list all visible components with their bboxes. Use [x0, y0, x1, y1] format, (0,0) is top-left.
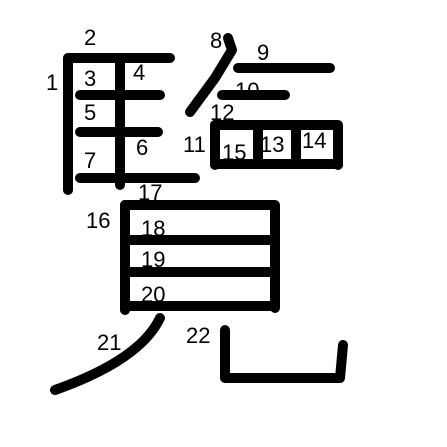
- stroke-21: [50, 313, 165, 395]
- stroke-number-11: 11: [183, 132, 206, 157]
- stroke-number-17: 17: [138, 180, 162, 205]
- stroke-number-20: 20: [141, 282, 165, 307]
- stroke-number-15: 15: [222, 140, 246, 165]
- stroke-number-21: 21: [97, 330, 121, 355]
- stroke-22: [220, 325, 348, 383]
- stroke-number-6: 6: [136, 135, 148, 160]
- stroke-number-3: 3: [84, 66, 96, 91]
- stroke-number-1: 1: [46, 70, 58, 95]
- stroke-number-8: 8: [210, 28, 222, 53]
- stroke-17: [120, 200, 280, 313]
- stroke-number-7: 7: [84, 148, 96, 173]
- stroke-number-12: 12: [210, 100, 234, 125]
- stroke-8: [185, 33, 237, 117]
- stroke-number-4: 4: [133, 60, 145, 85]
- stroke-number-2: 2: [84, 25, 96, 50]
- stroke-number-14: 14: [302, 128, 326, 153]
- stroke-number-18: 18: [141, 216, 165, 241]
- stroke-number-19: 19: [141, 247, 165, 272]
- stroke-number-9: 9: [257, 40, 269, 65]
- stroke-number-13: 13: [260, 132, 284, 157]
- stroke-number-5: 5: [84, 100, 96, 125]
- stroke-number-10: 10: [235, 78, 259, 103]
- stroke-number-16: 16: [86, 208, 110, 233]
- stroke-number-22: 22: [186, 323, 210, 348]
